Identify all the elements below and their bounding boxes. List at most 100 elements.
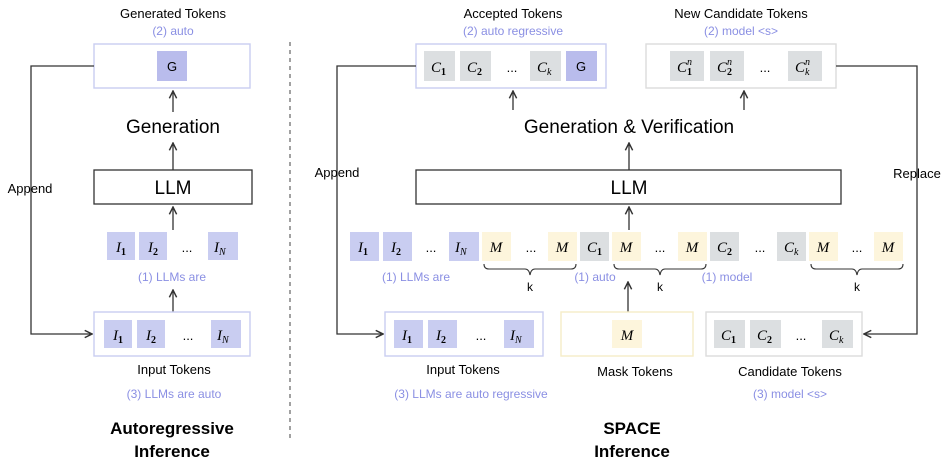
caption-autoregressive-line1: Autoregressive: [110, 419, 234, 438]
right-input-token-i1-label: I1: [401, 328, 412, 346]
token-i1-label: I1: [115, 240, 126, 258]
seq-mask-3b-label: M: [881, 240, 896, 256]
token-i2: [139, 232, 167, 260]
generated-token-g: [157, 51, 187, 81]
right-input-token-i2-label: I2: [435, 328, 446, 346]
llm-box-right: [415, 169, 842, 205]
seq-token-ck-label: Ck: [784, 240, 799, 258]
right-input-token-i1: [394, 320, 423, 348]
llm-box-left: [93, 169, 253, 205]
seq-mask-2a-label: M: [619, 240, 634, 256]
brace-label-1: k: [527, 280, 534, 294]
mask-tokens-title: Mask Tokens: [597, 364, 673, 379]
input-tokens-note-right: (3) LLMs are auto regressive: [394, 387, 548, 401]
new-candidate-ck: [788, 51, 822, 81]
new-candidate-c2: [710, 51, 744, 81]
input-token-in: [211, 320, 241, 348]
space-panel: Accepted Tokens (2) auto regressive C1 C…: [315, 6, 941, 461]
mask-token: [612, 320, 642, 348]
brace-mask-group-2: [613, 263, 707, 276]
accepted-ellipsis: ...: [507, 60, 518, 75]
seq-token-in: [449, 232, 479, 261]
candidate-token-ck-label: Ck: [829, 328, 844, 346]
mid-token-row: I1 I2 ... IN: [107, 232, 238, 260]
input-tokens-title-right: Input Tokens: [426, 362, 500, 377]
brace-label-3: k: [854, 280, 861, 294]
input-ellipsis-left: ...: [183, 328, 194, 343]
brace-label-2: k: [657, 280, 664, 294]
seq-ellipsis-5: ...: [852, 240, 863, 255]
input-token-i1: [104, 320, 132, 348]
input-token-i2-label: I2: [145, 328, 156, 346]
seq-note-1: (1) LLMs are: [382, 270, 450, 284]
seq-mask-2a: [612, 232, 641, 261]
generated-tokens-note: (2) auto: [152, 24, 194, 38]
token-i1: [107, 232, 135, 260]
append-loop-right: [336, 65, 416, 334]
accepted-tokens-note: (2) auto regressive: [463, 24, 563, 38]
candidate-token-c2: [750, 320, 781, 348]
append-loop-left: [30, 65, 94, 334]
append-label-left: Append: [8, 181, 53, 196]
accepted-token-ck-label: Ck: [537, 60, 552, 78]
accepted-token-g: [566, 51, 597, 81]
brace-mask-group-3: [810, 263, 904, 276]
llm-label-right: LLM: [611, 178, 648, 199]
generated-tokens-title: Generated Tokens: [120, 6, 226, 21]
brace-mask-group-1: [483, 263, 577, 276]
llm-label-left: LLM: [155, 178, 192, 199]
accepted-token-ck: [530, 51, 561, 81]
seq-token-c2-label: C2: [717, 240, 732, 258]
accepted-token-c2: [460, 51, 491, 81]
accepted-token-c2-label: C2: [467, 60, 482, 78]
seq-token-c2: [710, 232, 739, 261]
seq-mask-1a-label: M: [489, 240, 504, 256]
input-token-in-label: IN: [216, 328, 230, 346]
new-candidate-ellipsis: ...: [760, 60, 771, 75]
replace-loop: [836, 65, 918, 334]
generated-token-g-label: G: [167, 59, 177, 74]
seq-token-c1-label: C1: [587, 240, 602, 258]
input-tokens-title-left: Input Tokens: [137, 362, 211, 377]
append-label-right: Append: [315, 165, 360, 180]
caption-space-line2: Inference: [594, 442, 670, 461]
seq-mask-3b: [874, 232, 903, 261]
token-in: [208, 232, 238, 260]
seq-ellipsis-3: ...: [655, 240, 666, 255]
accepted-token-c1-label: C1: [431, 60, 446, 78]
seq-mask-2b: [678, 232, 707, 261]
new-candidate-c1: [670, 51, 704, 81]
seq-mask-2b-label: M: [685, 240, 700, 256]
input-tokens-note-left: (3) LLMs are auto: [127, 387, 222, 401]
caption-autoregressive-line2: Inference: [134, 442, 210, 461]
input-token-i2: [137, 320, 165, 348]
seq-ellipsis-1: ...: [426, 240, 437, 255]
seq-mask-1b-label: M: [555, 240, 570, 256]
mid-ellipsis: ...: [182, 240, 193, 255]
generation-verification-label: Generation & Verification: [524, 117, 734, 138]
candidate-ellipsis: ...: [796, 328, 807, 343]
new-candidate-note: (2) model <s>: [704, 24, 778, 38]
candidate-token-c1-label: C1: [721, 328, 736, 346]
right-input-token-in: [504, 320, 534, 348]
mask-token-label: M: [620, 328, 635, 344]
candidate-tokens-note: (3) model <s>: [753, 387, 827, 401]
seq-mask-3a-label: M: [816, 240, 831, 256]
seq-token-i1-label: I1: [357, 240, 368, 258]
seq-token-in-label: IN: [454, 240, 468, 258]
seq-token-i1: [350, 232, 379, 261]
candidate-token-c1: [714, 320, 745, 348]
seq-token-c1: [580, 232, 609, 261]
generation-label: Generation: [126, 117, 220, 138]
candidate-tokens-title: Candidate Tokens: [738, 364, 842, 379]
candidate-token-c2-label: C2: [757, 328, 772, 346]
token-in-label: IN: [213, 240, 227, 258]
input-token-i1-label: I1: [112, 328, 123, 346]
seq-note-3: (1) model: [702, 270, 753, 284]
right-input-token-in-label: IN: [509, 328, 523, 346]
seq-ellipsis-2: ...: [526, 240, 537, 255]
accepted-tokens-title: Accepted Tokens: [464, 6, 563, 21]
